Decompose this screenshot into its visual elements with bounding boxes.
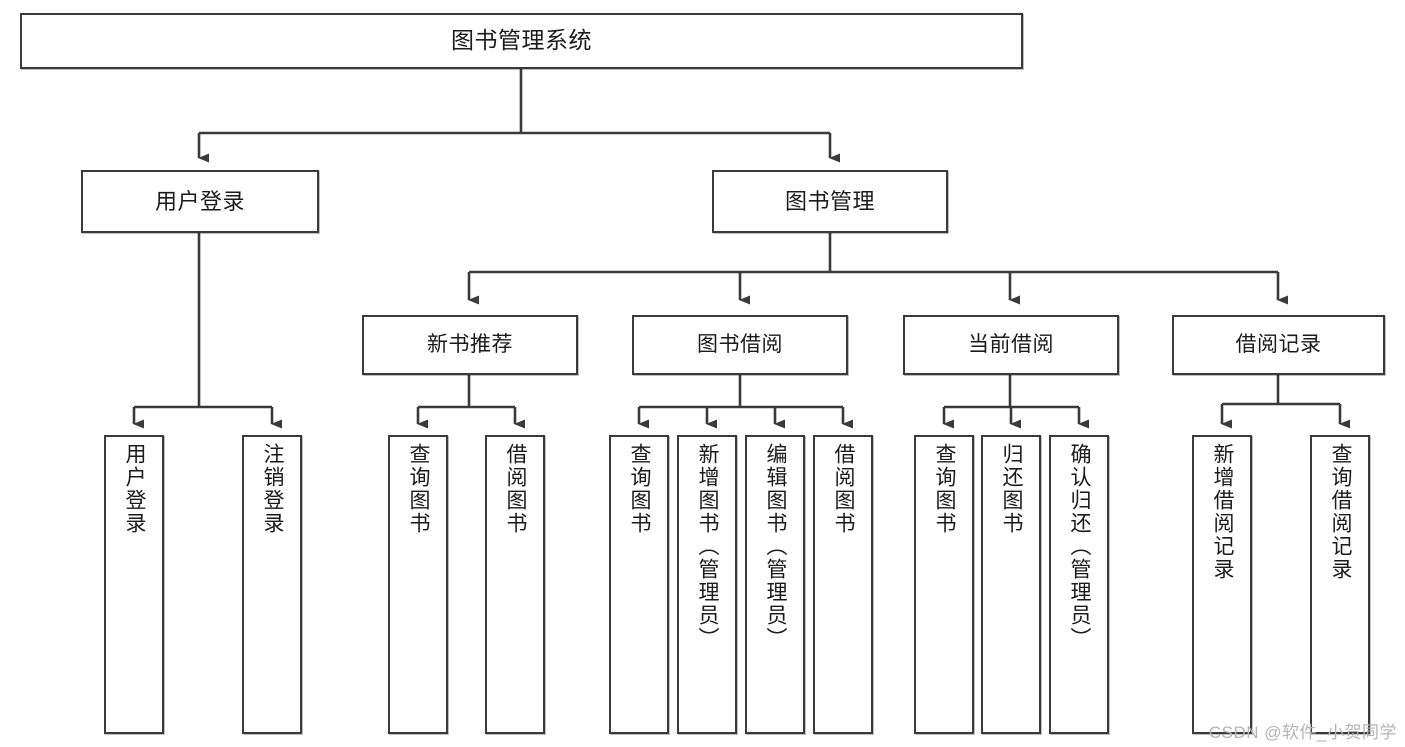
node-leaf-label: 归还图书 (1000, 443, 1024, 535)
node-leaf-bookborrow-borrow-book[interactable]: 借阅图书 (813, 435, 873, 734)
node-leaf-label: 新增借阅记录 (1211, 443, 1235, 581)
node-leaf-currentborrow-return-book[interactable]: 归还图书 (981, 435, 1041, 734)
node-leaf-user-login-login[interactable]: 用户登录 (104, 435, 164, 734)
node-leaf-label: 注销登录 (261, 443, 285, 535)
node-new-book-recommend[interactable]: 新书推荐 (362, 315, 578, 375)
node-current-borrow-label: 当前借阅 (968, 332, 1054, 356)
node-leaf-record-add-record[interactable]: 新增借阅记录 (1192, 435, 1252, 734)
node-leaf-bookborrow-add-book-admin[interactable]: 新增图书（管理员） (677, 435, 737, 734)
node-leaf-label: 编辑图书（管理员） (764, 443, 788, 650)
node-user-login[interactable]: 用户登录 (81, 170, 319, 233)
node-leaf-label: 借阅图书 (504, 443, 528, 535)
node-leaf-currentborrow-confirm-return-admin[interactable]: 确认归还（管理员） (1049, 435, 1109, 734)
node-book-management[interactable]: 图书管理 (712, 170, 948, 233)
node-book-borrow[interactable]: 图书借阅 (632, 315, 848, 375)
node-leaf-bookborrow-edit-book-admin[interactable]: 编辑图书（管理员） (745, 435, 805, 734)
node-leaf-newbook-borrow-book[interactable]: 借阅图书 (485, 435, 545, 734)
node-leaf-bookborrow-query-book[interactable]: 查询图书 (609, 435, 669, 734)
node-root-label: 图书管理系统 (451, 27, 592, 54)
node-leaf-label: 查询图书 (933, 443, 957, 535)
node-book-management-label: 图书管理 (784, 188, 875, 214)
node-leaf-label: 新增图书（管理员） (696, 443, 720, 650)
node-current-borrow[interactable]: 当前借阅 (903, 315, 1119, 375)
node-leaf-label: 查询图书 (407, 443, 431, 535)
node-new-book-recommend-label: 新书推荐 (427, 332, 513, 356)
node-leaf-newbook-query-book[interactable]: 查询图书 (388, 435, 448, 734)
node-user-login-label: 用户登录 (154, 188, 245, 214)
node-leaf-currentborrow-query-book[interactable]: 查询图书 (914, 435, 974, 734)
node-leaf-label: 确认归还（管理员） (1068, 443, 1092, 650)
node-root-system[interactable]: 图书管理系统 (20, 13, 1023, 69)
node-borrow-record[interactable]: 借阅记录 (1172, 315, 1385, 375)
node-leaf-label: 查询借阅记录 (1329, 443, 1353, 581)
node-leaf-label: 借阅图书 (832, 443, 856, 535)
node-leaf-user-login-logout[interactable]: 注销登录 (242, 435, 302, 734)
node-book-borrow-label: 图书借阅 (697, 332, 783, 356)
node-leaf-label: 查询图书 (628, 443, 652, 535)
node-leaf-label: 用户登录 (123, 443, 147, 535)
node-borrow-record-label: 借阅记录 (1235, 332, 1322, 356)
node-leaf-record-query-record[interactable]: 查询借阅记录 (1310, 435, 1370, 734)
